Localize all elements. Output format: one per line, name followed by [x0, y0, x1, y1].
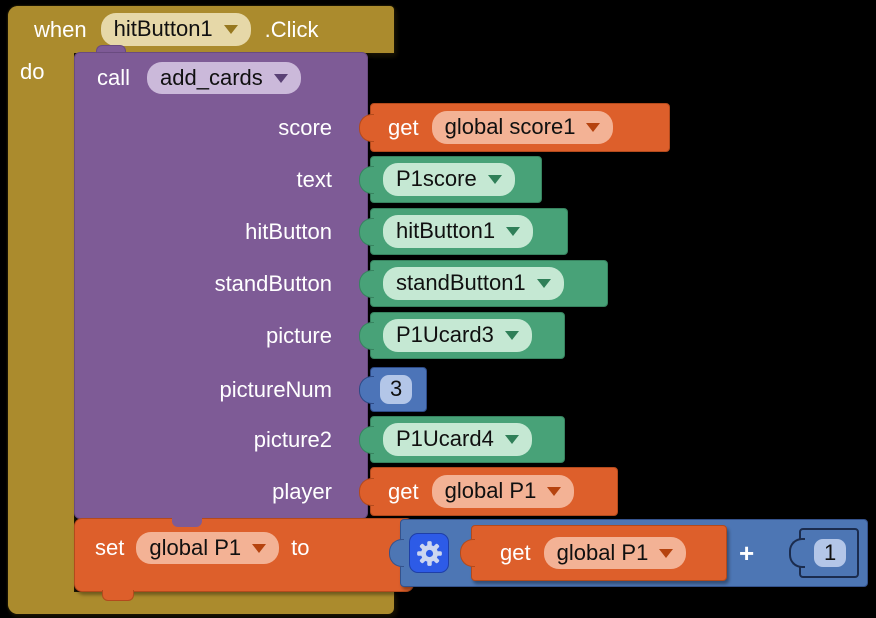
component-dropdown-p1ucard4[interactable]: P1Ucard4 — [383, 423, 532, 456]
when-block-bottom-bar — [8, 592, 394, 614]
set-keyword: set — [95, 535, 125, 561]
component-dropdown-standbutton1[interactable]: standButton1 — [383, 267, 564, 300]
variable-dropdown-value: global P1 — [149, 535, 242, 560]
set-block-bottom-connector — [102, 590, 134, 601]
variable-dropdown-value: global P1 — [444, 478, 537, 504]
when-block-header: when hitButton1 .Click — [8, 6, 394, 53]
component-dropdown-hitbutton1[interactable]: hitButton1 — [383, 215, 534, 248]
get-variable-block-math-left[interactable]: get global P1 — [471, 525, 727, 581]
component-dropdown-value: P1score — [396, 166, 477, 192]
variable-dropdown-math-p1[interactable]: global P1 — [543, 536, 687, 570]
param-label-hitbutton: hitButton — [245, 219, 332, 244]
get-keyword: get — [500, 540, 531, 565]
chevron-down-icon — [506, 227, 521, 236]
variable-dropdown-value: global score1 — [444, 114, 576, 140]
mutator-gear-button[interactable] — [409, 533, 449, 573]
component-dropdown-value: hitButton1 — [113, 16, 213, 42]
procedure-dropdown[interactable]: add_cards — [147, 62, 301, 95]
variable-dropdown-value: global P1 — [556, 539, 649, 565]
chevron-down-icon — [273, 73, 288, 83]
chevron-down-icon — [504, 435, 519, 444]
param-label-text: text — [296, 167, 332, 192]
component-dropdown-value: hitButton1 — [396, 218, 496, 244]
number-field[interactable]: 1 — [814, 538, 847, 568]
component-block-standbutton1[interactable]: standButton1 — [370, 260, 608, 307]
call-block-bottom-connector — [172, 517, 202, 527]
param-label-picture2: picture2 — [253, 427, 332, 452]
param-label-standbutton: standButton — [214, 271, 332, 296]
component-block-p1ucard4[interactable]: P1Ucard4 — [370, 416, 565, 463]
plus-operator-label: + — [739, 538, 755, 568]
math-addition-block[interactable]: get global P1 + 1 — [400, 519, 868, 587]
chevron-down-icon — [536, 279, 551, 288]
param-label-score: score — [278, 115, 332, 140]
number-block-3[interactable]: 3 — [370, 367, 427, 412]
gear-icon — [416, 540, 442, 566]
get-keyword: get — [388, 478, 419, 504]
procedure-dropdown-value: add_cards — [160, 65, 263, 90]
number-field[interactable]: 3 — [380, 375, 413, 404]
chevron-down-icon — [504, 331, 519, 340]
call-procedure-block[interactable]: call add_cards — [74, 52, 368, 519]
number-block-1[interactable]: 1 — [799, 528, 859, 578]
chevron-down-icon — [252, 543, 267, 553]
variable-dropdown-p1[interactable]: global P1 — [431, 475, 575, 508]
to-keyword: to — [291, 535, 310, 561]
variable-dropdown-set-p1[interactable]: global P1 — [136, 532, 280, 565]
get-variable-block-score[interactable]: get global score1 — [370, 103, 670, 152]
chevron-down-icon — [223, 25, 238, 34]
call-keyword: call — [97, 65, 131, 91]
component-dropdown-p1ucard3[interactable]: P1Ucard3 — [383, 319, 532, 352]
event-name-label: .Click — [264, 16, 319, 42]
when-keyword: when — [34, 16, 87, 42]
param-label-picture: picture — [265, 323, 332, 348]
param-label-picturenum: pictureNum — [219, 377, 332, 402]
get-keyword: get — [388, 114, 419, 140]
do-label: do — [20, 59, 45, 84]
component-dropdown-value: standButton1 — [396, 270, 526, 296]
param-label-player: player — [272, 479, 332, 504]
chevron-down-icon — [586, 123, 601, 132]
component-block-p1score[interactable]: P1score — [370, 156, 542, 203]
component-block-p1ucard3[interactable]: P1Ucard3 — [370, 312, 565, 359]
when-block-left-column — [8, 6, 74, 614]
chevron-down-icon — [659, 548, 674, 558]
component-dropdown-value: P1Ucard4 — [396, 426, 494, 452]
component-dropdown[interactable]: hitButton1 — [100, 13, 251, 46]
variable-dropdown-score1[interactable]: global score1 — [431, 111, 614, 144]
component-dropdown-p1score[interactable]: P1score — [383, 163, 515, 196]
component-block-hitbutton1[interactable]: hitButton1 — [370, 208, 568, 255]
component-dropdown-value: P1Ucard3 — [396, 322, 494, 348]
set-variable-block[interactable]: set global P1 to — [74, 518, 414, 592]
get-variable-block-player[interactable]: get global P1 — [370, 467, 618, 516]
chevron-down-icon — [487, 175, 502, 184]
chevron-down-icon — [547, 487, 562, 496]
